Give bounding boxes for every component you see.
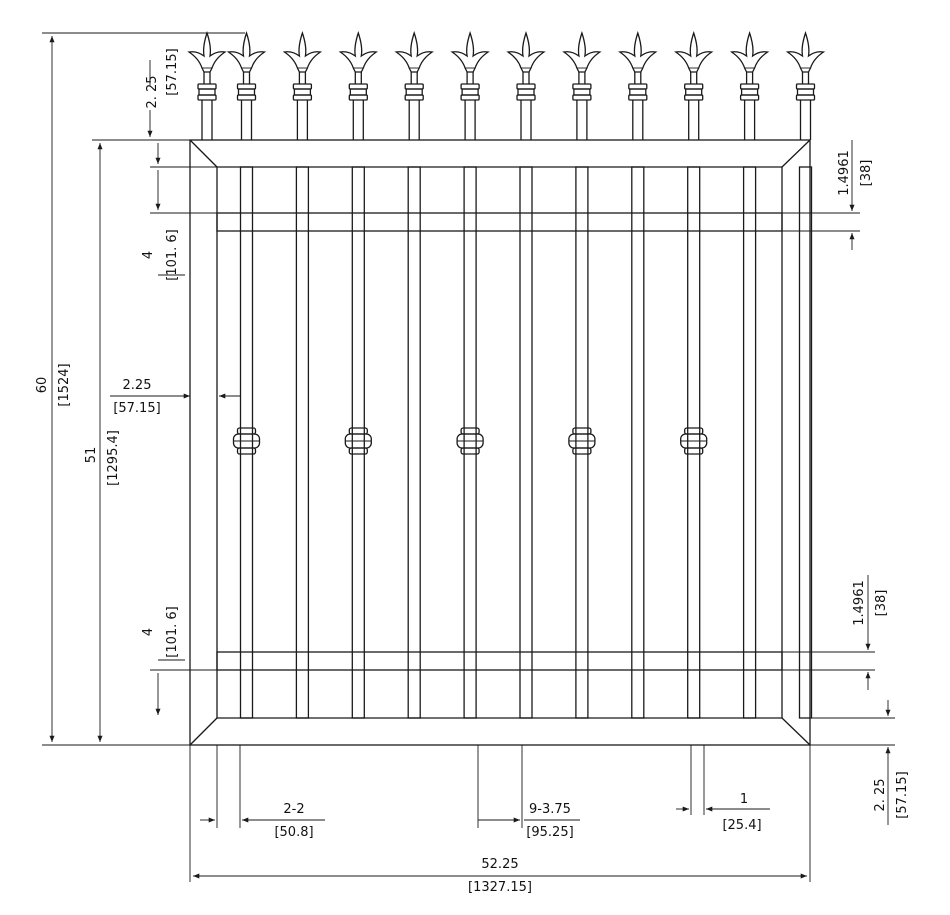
- picket-collar: [680, 427, 708, 455]
- fence-frame: [189, 139, 811, 746]
- picket: [407, 166, 421, 719]
- picket: [742, 166, 757, 719]
- bottom-rail-height-value: 4: [141, 628, 156, 636]
- picket: [687, 166, 701, 719]
- picket: [351, 166, 365, 719]
- post-width-metric: [57.15]: [113, 401, 160, 416]
- top-rail-height-value: 4: [141, 251, 156, 259]
- picket: [295, 166, 310, 719]
- picket: [631, 166, 645, 719]
- bottom-rail-thickness-value: 1.4961: [852, 580, 867, 626]
- spire-height-metric: [57.15]: [165, 48, 180, 95]
- dimension-lines: [42, 32, 895, 882]
- base-offset-metric: [57.15]: [895, 771, 910, 818]
- picket: [519, 166, 533, 719]
- picket-spacing-metric: [95.25]: [526, 825, 573, 840]
- picket-spacing-value: 9-3.75: [529, 802, 571, 817]
- bottom-rail-height-metric: [101. 6]: [165, 606, 180, 658]
- picket-spire: [506, 30, 546, 140]
- total-height-value: 60: [35, 377, 50, 394]
- dimension-labels: 2. 25 [57.15] 60 [1524] 51 [1295.4] 4 [1…: [35, 48, 910, 895]
- frame-corner-tr: [781, 139, 811, 168]
- pickets: [239, 166, 813, 719]
- picket: [575, 166, 589, 719]
- picket-width-metric: [25.4]: [722, 818, 761, 833]
- picket-collar: [344, 427, 372, 455]
- picket-spire: [282, 30, 323, 140]
- picket-collar: [232, 427, 261, 455]
- frame-corner-bl: [189, 717, 218, 746]
- frame-outline: [189, 139, 811, 746]
- picket: [239, 166, 254, 719]
- total-height-metric: [1524]: [57, 363, 72, 406]
- base-offset-value: 2. 25: [873, 778, 888, 811]
- picket-width-value: 1: [740, 792, 748, 807]
- spire-height-value: 2. 25: [145, 75, 160, 108]
- picket-collars: [232, 427, 708, 455]
- picket-collar: [568, 427, 596, 455]
- picket-collar: [456, 427, 484, 455]
- frame-corner-tl: [189, 139, 218, 168]
- top-rail-thickness-metric: [38]: [859, 160, 874, 187]
- picket-spire: [673, 30, 714, 140]
- picket: [798, 166, 813, 719]
- bottom-rail-thickness-metric: [38]: [874, 590, 889, 617]
- picket: [463, 166, 477, 719]
- post-width-value: 2.25: [123, 378, 152, 393]
- picket-spire: [729, 30, 770, 140]
- frame-corner-br: [781, 717, 811, 746]
- end-spacing-value: 2-2: [283, 802, 304, 817]
- top-rail-height-metric: [101. 6]: [165, 229, 180, 281]
- picket-spire: [618, 30, 658, 140]
- picket-spire: [338, 30, 379, 140]
- picket-spire: [187, 30, 227, 140]
- overall-width-value: 52.25: [481, 857, 518, 872]
- picket-spire: [785, 30, 826, 140]
- overall-width-metric: [1327.15]: [468, 880, 532, 895]
- picket-spire: [450, 30, 490, 140]
- top-rail-thickness-value: 1.4961: [837, 150, 852, 196]
- lower-rail: [216, 651, 783, 671]
- picket-spire: [226, 30, 267, 140]
- picket-spire: [394, 30, 434, 140]
- spires: [187, 30, 826, 140]
- upper-rail: [216, 212, 783, 232]
- end-spacing-metric: [50.8]: [274, 825, 313, 840]
- picket-spire: [562, 30, 602, 140]
- frame-height-metric: [1295.4]: [106, 430, 121, 486]
- frame-height-value: 51: [84, 447, 99, 464]
